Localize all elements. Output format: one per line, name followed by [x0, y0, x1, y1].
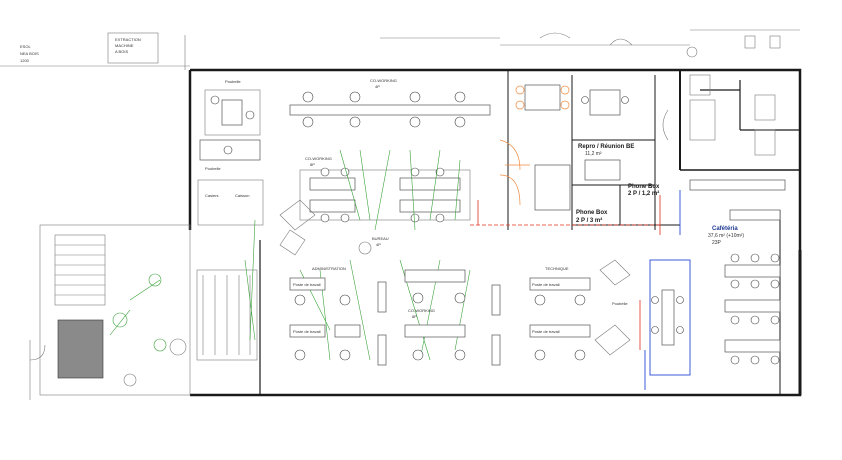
top-boundary: [0, 29, 800, 70]
bureau-open: BUREAU 4P: [279, 199, 631, 286]
hatched-block: [57, 319, 104, 379]
top-left-note: ESOL NEA BOIS 1200: [20, 44, 39, 63]
cowork-top-zone: CO-WORKING 4P: [289, 78, 491, 128]
poste-label-4: Poste de travail: [532, 329, 560, 334]
admin-name: ADMINISTRATION: [312, 266, 346, 271]
note-line-2: NEA BOIS: [20, 51, 39, 56]
cowork-mid-name: CO-WORKING: [305, 156, 332, 161]
cafeteria-blue-frame: [649, 259, 691, 376]
cafeteria-area: 37,6 m² (+10m²): [708, 233, 744, 239]
repro-name: Repro / Réunion BE: [578, 144, 634, 150]
cowork-low-seats: 8P: [412, 314, 417, 319]
extraction-line-2: MACHINE: [115, 43, 134, 48]
stair-extension: [29, 224, 191, 400]
sanitary-block: [662, 74, 786, 221]
partitions: [196, 70, 680, 395]
poubelle-label-3: Poubelle: [612, 301, 628, 306]
tech-zone: TECHNIQUE: [529, 266, 631, 361]
phone-box-1: Phone Box 2 P / 1,2 m²: [628, 184, 660, 197]
cowork-low-zone: CO-WORKING 8P: [404, 269, 501, 366]
admin-zone: ADMINISTRATION: [289, 266, 387, 366]
cowork-mid-seats: 8P: [310, 162, 315, 167]
note-line-1: ESOL: [20, 44, 31, 49]
extraction-line-3: A BOIS: [115, 49, 128, 54]
repro-area: 11,2 m²: [585, 151, 602, 157]
poste-label-2: Poste de travail: [293, 329, 321, 334]
cowork-top-seats: 4P: [375, 84, 380, 89]
poste-label-3: Poste de travail: [532, 282, 560, 287]
phonebox1-name: Phone Box: [628, 184, 660, 190]
poste-label-1: Poste de travail: [293, 282, 321, 287]
cafeteria: Cafétéria 37,6 m² (+10m²) 23P: [649, 226, 781, 376]
poubelle-label-2: Poubelle: [225, 79, 241, 84]
extraction-line-1: EXTRACTION: [115, 37, 141, 42]
phonebox2-capacity: 2 P / 3 m²: [576, 217, 602, 224]
outer-walls: [188, 68, 802, 397]
cafeteria-name: Cafétéria: [712, 226, 738, 232]
annotation-lines: [470, 190, 681, 390]
cowork-top-name: CO-WORKING: [370, 78, 397, 83]
cowork-mid-zone: CO-WORKING 8P: [299, 156, 471, 223]
desk-row-top: [289, 104, 491, 116]
caisson-label: Caisson: [235, 193, 249, 198]
plants-network: [109, 149, 471, 361]
phonebox1-capacity: 2 P / 1,2 m²: [628, 190, 659, 197]
poubelle-label-1: Poubelle: [205, 166, 221, 171]
phone-box-2: Phone Box 2 P / 3 m²: [576, 210, 608, 224]
cafeteria-seats: 23P: [712, 240, 722, 246]
bureau-name: BUREAU: [372, 236, 389, 241]
meeting-area: [499, 84, 571, 211]
bureau-left: Poubelle Casiers Caisson: [199, 89, 261, 198]
casiers-label: Casiers: [205, 193, 219, 198]
extraction-note: EXTRACTION MACHINE A BOIS: [107, 32, 159, 64]
bureau-seats: 4P: [376, 242, 381, 247]
phonebox2-name: Phone Box: [576, 210, 608, 216]
cowork-low-name: CO-WORKING: [408, 308, 435, 313]
repro-room: Repro / Réunion BE 11,2 m²: [578, 89, 634, 181]
extraction-box: [107, 32, 159, 64]
storage-block: [196, 269, 258, 361]
note-line-3: 1200: [20, 58, 30, 63]
small-labels: Poubelle Poubelle Poste de travail Poste…: [225, 79, 628, 334]
tech-name: TECHNIQUE: [545, 266, 569, 271]
